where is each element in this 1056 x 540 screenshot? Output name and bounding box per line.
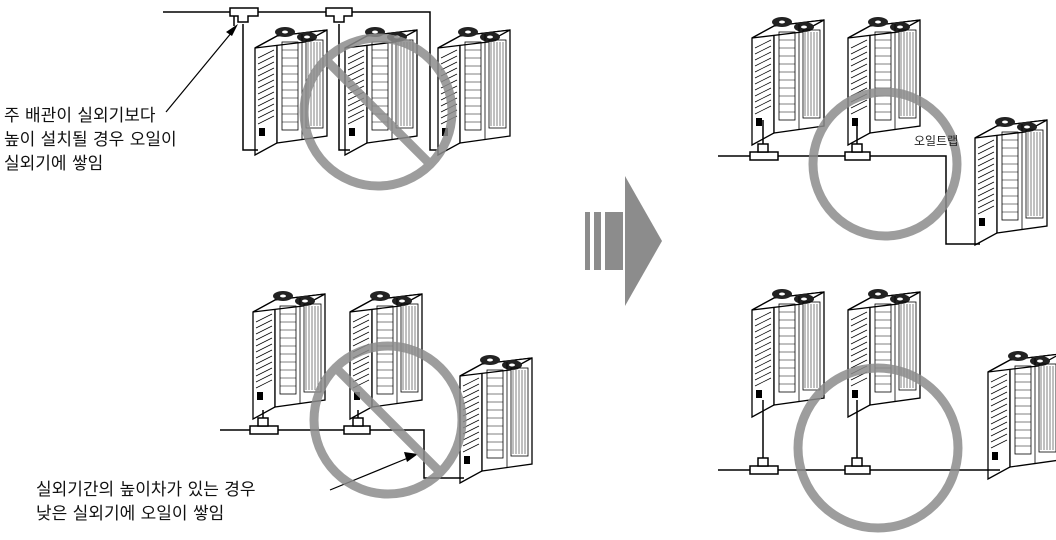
outdoor-unit [987,350,1056,480]
tee-fitting [749,143,871,161]
outdoor-unit [847,16,921,146]
tee-fitting [249,417,371,435]
outdoor-unit [459,354,533,484]
bottom-right-correct-scenario [718,288,1056,533]
circle-icon [793,363,963,533]
outdoor-unit [974,116,1048,246]
caption-line: 주 배관이 실외기보다 [4,106,156,126]
main-pipe-caption: 주 배관이 실외기보다 높이 설치될 경우 오일이 실외기에 쌓임 [4,104,177,176]
outdoor-unit [847,288,921,418]
caption-line: 실외기간의 높이차가 있는 경우 [36,480,256,500]
circle-icon [808,87,962,241]
main-pipe [220,410,464,479]
main-pipe [718,400,1000,471]
tee-fitting [749,457,871,475]
caption-line: 높이 설치될 경우 오일이 [4,130,177,150]
oil-trap-label: 오일트랩 [914,134,959,148]
caption-line: 실외기에 쌓임 [4,154,104,174]
right-arrow-icon [585,176,662,306]
height-diff-caption: 실외기간의 높이차가 있는 경우 낮은 실외기에 오일이 쌓임 [36,478,256,526]
tee-fitting [229,7,353,23]
top-right-correct-scenario [718,16,1048,246]
prohibition-icon [309,341,467,499]
outdoor-unit [254,26,328,156]
prohibition-icon [299,33,457,191]
top-left-wrong-scenario [163,7,511,191]
bottom-left-wrong-scenario [220,290,533,499]
caption-line: 낮은 실외기에 오일이 쌓임 [36,504,225,524]
